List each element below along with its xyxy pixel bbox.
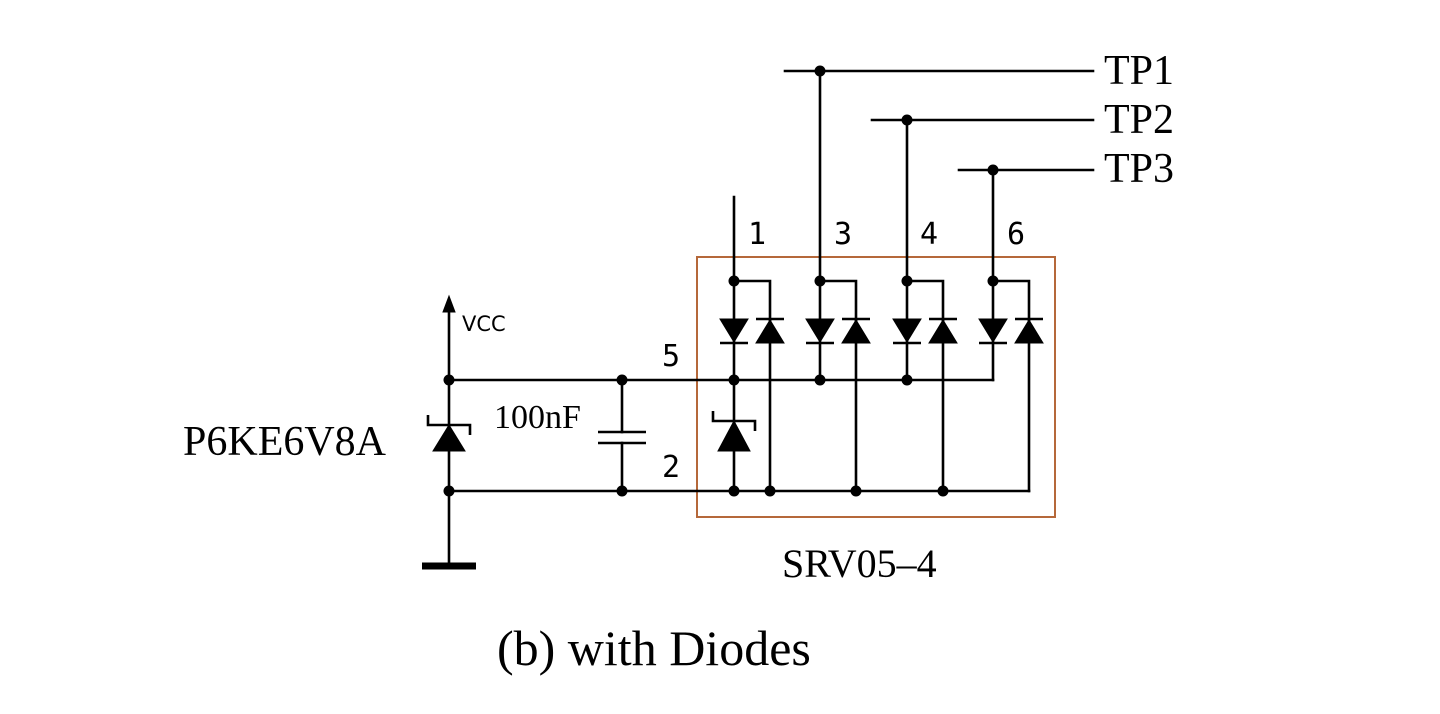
tp2-label: TP2 bbox=[1104, 97, 1174, 143]
cap-value-label: 100nF bbox=[494, 399, 581, 436]
junction-dot bbox=[616, 374, 628, 386]
tp3-label: TP3 bbox=[1104, 146, 1174, 192]
pin-5-label: 5 bbox=[662, 339, 680, 374]
junction-dot bbox=[850, 485, 862, 497]
pair3-top-wire bbox=[818, 279, 858, 322]
junction-dot bbox=[443, 374, 455, 386]
junction-dot bbox=[901, 114, 913, 126]
junction-dot bbox=[764, 485, 776, 497]
steering-diode-upper-1-icon bbox=[719, 318, 749, 345]
steering-diode-upper-6-icon bbox=[978, 318, 1008, 345]
pin-3-label: 3 bbox=[834, 217, 852, 252]
junction-dot bbox=[937, 485, 949, 497]
pin-1-label: 1 bbox=[748, 217, 766, 252]
junction-dot bbox=[814, 65, 826, 77]
pin-2-label: 2 bbox=[662, 450, 680, 485]
steering-diode-upper-4-icon bbox=[892, 318, 922, 345]
junction-dot bbox=[901, 275, 913, 287]
junction-dot bbox=[987, 275, 999, 287]
steering-diode-lower-1-icon bbox=[755, 317, 785, 344]
tvs-part-label: P6KE6V8A bbox=[183, 419, 387, 465]
pair6-top-wire bbox=[991, 279, 1031, 322]
ic-part-label: SRV05–4 bbox=[782, 541, 937, 586]
steering-diode-lower-4-icon bbox=[928, 317, 958, 344]
pin-6-label: 6 bbox=[1007, 217, 1025, 252]
junction-dot bbox=[987, 164, 999, 176]
junction-dot bbox=[728, 485, 740, 497]
internal-zener-icon bbox=[711, 411, 757, 452]
junction-dot bbox=[814, 275, 826, 287]
junction-dots bbox=[443, 65, 999, 497]
steering-diode-lower-3-icon bbox=[841, 317, 871, 344]
tvs-diode-icon bbox=[426, 415, 472, 452]
tp1-label: TP1 bbox=[1104, 48, 1174, 94]
junction-dot bbox=[728, 374, 740, 386]
junction-dot bbox=[901, 374, 913, 386]
junction-dot bbox=[814, 374, 826, 386]
junction-dot bbox=[728, 275, 740, 287]
pair1-top-wire bbox=[732, 279, 772, 322]
srv05-4-package-outline bbox=[696, 256, 1056, 518]
vcc-label: VCC bbox=[462, 312, 506, 336]
vcc-arrow-icon bbox=[442, 294, 456, 313]
figure-caption: (b) with Diodes bbox=[497, 620, 811, 676]
steering-diode-upper-3-icon bbox=[805, 318, 835, 345]
junction-dot bbox=[443, 485, 455, 497]
pin-4-label: 4 bbox=[920, 217, 938, 252]
pair4-top-wire bbox=[905, 279, 945, 322]
steering-diode-lower-6-icon bbox=[1014, 317, 1044, 344]
junction-dot bbox=[616, 485, 628, 497]
